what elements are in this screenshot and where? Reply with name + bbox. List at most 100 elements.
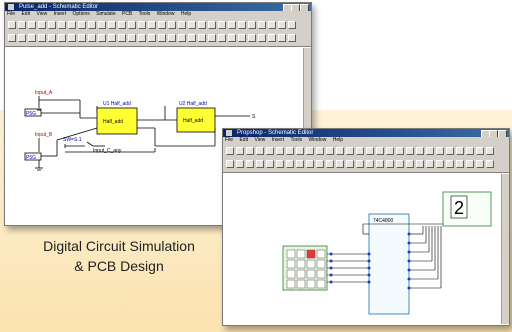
toolbar-button[interactable] (248, 34, 256, 42)
toolbar-button[interactable] (68, 21, 76, 29)
toolbar-button[interactable] (306, 160, 314, 168)
toolbar-button[interactable] (188, 21, 196, 29)
toolbar-button[interactable] (148, 21, 156, 29)
toolbar-button[interactable] (48, 21, 56, 29)
toolbar-button[interactable] (486, 160, 494, 168)
toolbar-button[interactable] (326, 147, 334, 155)
keypad-key[interactable] (286, 259, 296, 269)
toolbar-button[interactable] (28, 21, 36, 29)
keypad-key[interactable] (286, 279, 296, 289)
toolbar-button[interactable] (288, 21, 296, 29)
menu-options[interactable]: Options (72, 11, 90, 17)
toolbar-button[interactable] (128, 21, 136, 29)
toolbar-button[interactable] (376, 160, 384, 168)
toolbar-button[interactable] (276, 147, 284, 155)
toolbar-button[interactable] (256, 160, 264, 168)
toolbar-button[interactable] (476, 160, 484, 168)
toolbar-button[interactable] (168, 21, 176, 29)
toolbar-button[interactable] (466, 160, 474, 168)
keypad-key[interactable] (306, 249, 316, 259)
toolbar-button[interactable] (456, 160, 464, 168)
toolbar-button[interactable] (226, 160, 234, 168)
keypad-key[interactable] (296, 249, 306, 259)
toolbar-button[interactable] (376, 147, 384, 155)
toolbar-button[interactable] (446, 147, 454, 155)
toolbar-button[interactable] (236, 147, 244, 155)
menu-window[interactable]: Window (308, 137, 327, 143)
toolbar-button[interactable] (188, 34, 196, 42)
toolbar-button[interactable] (228, 21, 236, 29)
toolbar-button[interactable] (356, 147, 364, 155)
vertical-scrollbar[interactable] (501, 174, 509, 324)
toolbar-button[interactable] (246, 147, 254, 155)
menu-window[interactable]: Window (156, 11, 175, 17)
toolbar-button[interactable] (218, 21, 226, 29)
toolbar-button[interactable] (268, 21, 276, 29)
toolbar-button[interactable] (296, 160, 304, 168)
toolbar-button[interactable] (18, 34, 26, 42)
toolbar-button[interactable] (178, 34, 186, 42)
toolbar-button[interactable] (78, 34, 86, 42)
keypad-key[interactable] (316, 279, 326, 289)
toolbar-button[interactable] (88, 34, 96, 42)
toolbar-button[interactable] (476, 147, 484, 155)
toolbar-button[interactable] (286, 147, 294, 155)
toolbar-button[interactable] (118, 34, 126, 42)
toolbar-button[interactable] (256, 147, 264, 155)
toolbar-button[interactable] (98, 34, 106, 42)
toolbar-button[interactable] (28, 34, 36, 42)
close-button[interactable] (498, 130, 507, 137)
toolbar-button[interactable] (58, 34, 66, 42)
toolbar-button[interactable] (396, 160, 404, 168)
menu-help[interactable]: Help (180, 11, 192, 17)
half-adder-block-u1[interactable] (96, 107, 138, 135)
toolbar-button[interactable] (198, 21, 206, 29)
toolbar-button[interactable] (436, 147, 444, 155)
toolbar-button[interactable] (68, 34, 76, 42)
toolbar-button[interactable] (296, 147, 304, 155)
toolbar-button[interactable] (238, 21, 246, 29)
toolbar-button[interactable] (248, 21, 256, 29)
toolbar-button[interactable] (426, 147, 434, 155)
toolbar-button[interactable] (138, 21, 146, 29)
toolbar-button[interactable] (8, 21, 16, 29)
toolbar-button[interactable] (276, 160, 284, 168)
half-adder-block-u2[interactable] (176, 107, 216, 133)
switch-component[interactable] (24, 152, 42, 161)
close-button[interactable] (300, 4, 309, 11)
toolbar-button[interactable] (178, 21, 186, 29)
menu-file[interactable]: File (7, 11, 16, 17)
toolbar-button[interactable] (346, 160, 354, 168)
toolbar-button[interactable] (416, 147, 424, 155)
toolbar-button[interactable] (58, 21, 66, 29)
keypad-key[interactable] (306, 259, 316, 269)
keypad-key[interactable] (306, 269, 316, 279)
toolbar-button[interactable] (258, 21, 266, 29)
toolbar-button[interactable] (48, 34, 56, 42)
toolbar-button[interactable] (406, 147, 414, 155)
toolbar-button[interactable] (198, 34, 206, 42)
toolbar-button[interactable] (78, 21, 86, 29)
toolbar-button[interactable] (386, 147, 394, 155)
toolbar-button[interactable] (486, 147, 494, 155)
toolbar-button[interactable] (98, 21, 106, 29)
keypad-key[interactable] (296, 259, 306, 269)
menu-insert[interactable]: Insert (53, 11, 67, 17)
menu-view[interactable]: View (254, 137, 266, 143)
toolbar-button[interactable] (266, 147, 274, 155)
toolbar-button[interactable] (158, 34, 166, 42)
menu-simulate[interactable]: Simulate (96, 11, 116, 17)
toolbar-button[interactable] (326, 160, 334, 168)
menu-tools[interactable]: Tools (138, 11, 151, 17)
toolbar-button[interactable] (18, 21, 26, 29)
toolbar-button[interactable] (306, 147, 314, 155)
schematic-window-secondary[interactable]: Propshop - Schematic Editor File Edit Vi… (222, 128, 510, 326)
toolbar-button[interactable] (436, 160, 444, 168)
toolbar-button[interactable] (266, 160, 274, 168)
menu-view[interactable]: View (36, 11, 48, 17)
toolbar-button[interactable] (208, 21, 216, 29)
toolbar-button[interactable] (226, 147, 234, 155)
toolbar-button[interactable] (406, 160, 414, 168)
toolbar-button[interactable] (396, 147, 404, 155)
toolbar-button[interactable] (466, 147, 474, 155)
